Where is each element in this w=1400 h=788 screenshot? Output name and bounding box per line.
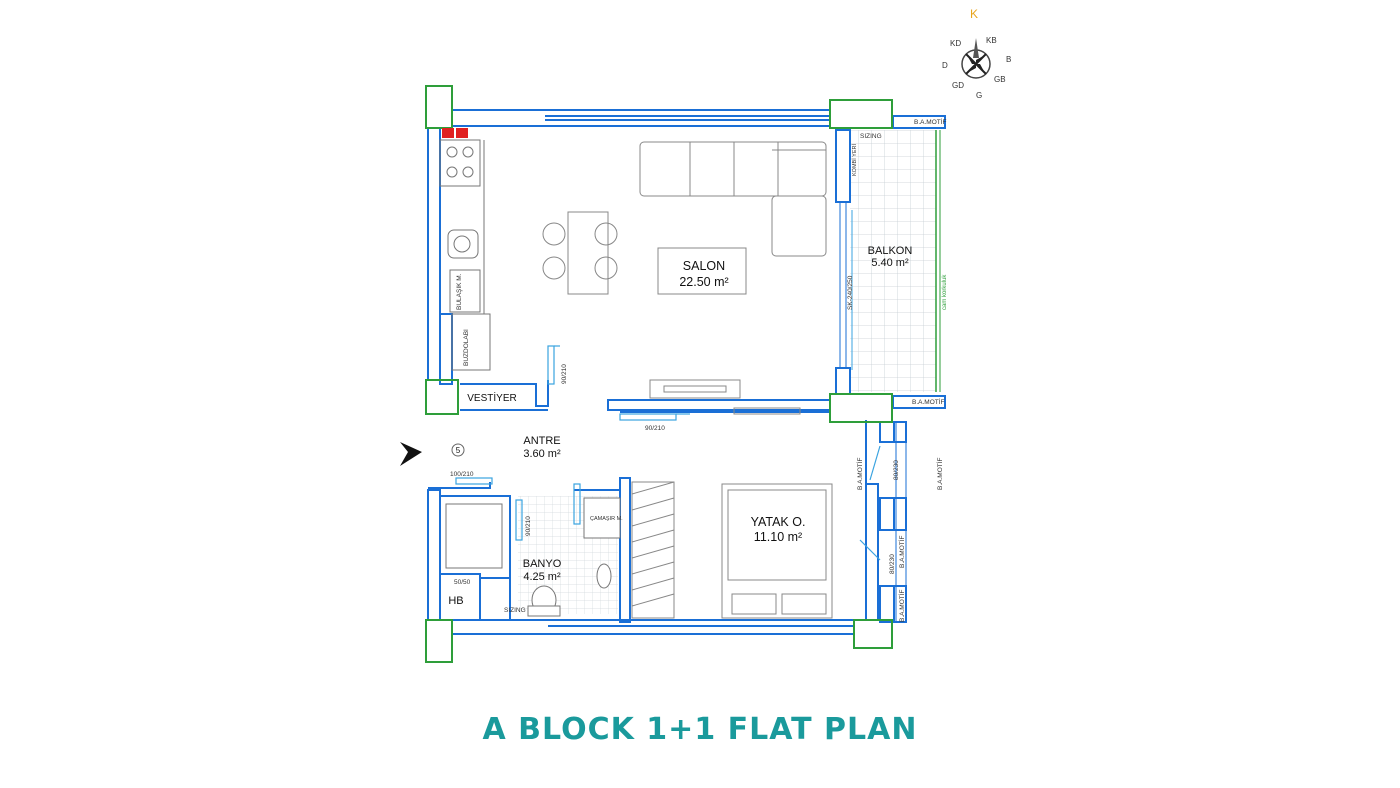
compass-e: B xyxy=(1006,55,1011,64)
label-kombi: KOMBİ YERİ xyxy=(851,144,858,176)
label-bulasik: BULAŞIK M. xyxy=(456,273,463,310)
kitchen xyxy=(439,139,491,371)
plan-title: A BLOCK 1+1 FLAT PLAN xyxy=(482,712,918,747)
balcony-tiles xyxy=(850,130,936,392)
label-door-salon: 90/210 xyxy=(645,425,665,432)
label-ba-motif-top: B.A.MOTİF xyxy=(914,117,947,126)
label-door-bath: 90/210 xyxy=(525,516,532,536)
room-salon-name: SALON xyxy=(683,259,725,273)
walls xyxy=(427,109,946,635)
label-shaft: 50/50 xyxy=(454,579,471,586)
compass-sw: GD xyxy=(952,81,964,90)
room-banyo-name: BANYO xyxy=(523,558,562,570)
compass-icon xyxy=(961,38,991,79)
label-buzdolabi: BUZDOLABI xyxy=(463,329,470,366)
label-stair-number: 5 xyxy=(456,446,461,455)
label-sizing-top: SIZING xyxy=(860,133,882,140)
label-ba-motif-r1: B.A.MOTİF xyxy=(855,457,864,490)
label-vestiyer: VESTİYER xyxy=(467,391,516,404)
room-balkon-name: BALKON xyxy=(868,245,913,257)
room-yatak-name: YATAK O. xyxy=(751,515,806,529)
label-window-1: 80/230 xyxy=(893,460,900,480)
entrance-arrow-icon xyxy=(400,442,422,466)
salon-label-box xyxy=(657,247,747,295)
wardrobe xyxy=(631,481,675,619)
room-hb-name: HB xyxy=(448,595,463,607)
label-sk-window: SK-240/250 xyxy=(847,275,854,310)
compass-n: K xyxy=(970,7,978,21)
compass-ne: KB xyxy=(986,36,997,45)
room-yatak-area: 11.10 m² xyxy=(754,530,802,544)
room-balkon-area: 5.40 m² xyxy=(871,257,909,269)
compass-w: D xyxy=(942,61,948,70)
compass-s: G xyxy=(976,91,982,100)
bathroom-fixtures xyxy=(445,497,621,617)
compass-se: GB xyxy=(994,75,1006,84)
label-door-kitchen: 90/210 xyxy=(561,364,568,384)
sofa xyxy=(639,141,827,257)
label-ba-motif-r3: B.A.MOTİF xyxy=(897,535,906,568)
doors xyxy=(455,210,881,561)
label-ba-motif-mid: B.A.MOTİF xyxy=(912,397,945,406)
columns xyxy=(425,85,893,663)
tv-unit xyxy=(649,379,801,415)
dining-table xyxy=(542,211,618,295)
bed xyxy=(721,483,833,619)
room-banyo-area: 4.25 m² xyxy=(523,571,561,583)
label-ba-motif-r2: B.A.MOTİF xyxy=(935,457,944,490)
compass-nw: KD xyxy=(950,39,961,48)
room-salon-area: 22.50 m² xyxy=(679,275,728,289)
room-antre-area: 3.60 m² xyxy=(523,448,561,460)
gas-markers xyxy=(442,128,468,138)
label-window-2: 80/230 xyxy=(889,554,896,574)
label-ba-motif-r4: B.A.MOTİF xyxy=(897,589,906,622)
label-cam-korkuluk: cam korkuluk xyxy=(942,274,948,310)
stair-number-circle xyxy=(451,443,465,457)
label-sizing-bath: SIZING xyxy=(504,607,526,614)
room-antre-name: ANTRE xyxy=(523,435,560,447)
label-door-entrance: 100/210 xyxy=(450,471,474,478)
label-camasir: ÇAMAŞIR M. xyxy=(590,516,623,522)
